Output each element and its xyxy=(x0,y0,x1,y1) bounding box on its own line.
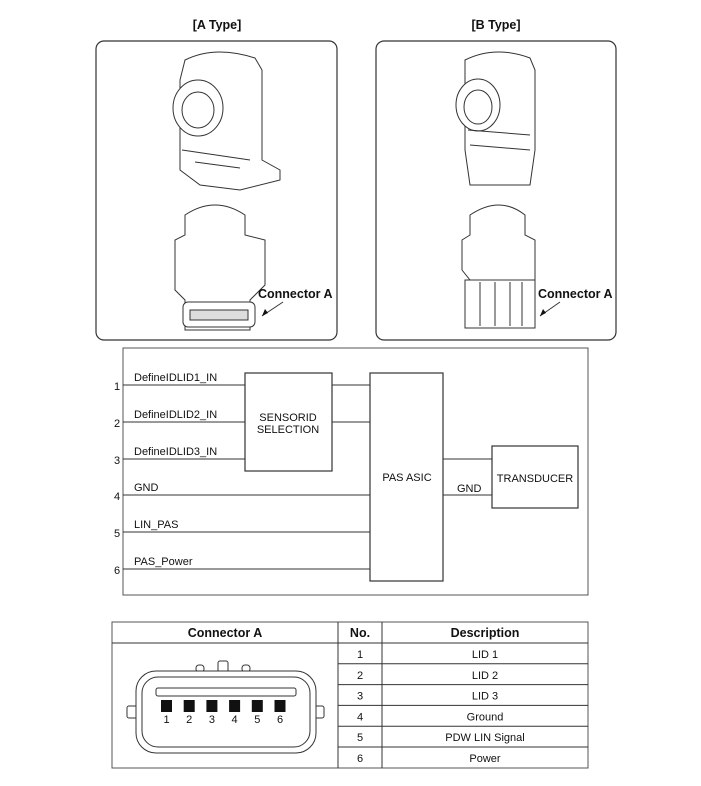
pin-signal-label: DefineIDLID1_IN xyxy=(134,372,217,384)
pin-signal-label: DefineIDLID3_IN xyxy=(134,446,217,458)
connector-pin-number: 1 xyxy=(163,714,169,726)
connector-table: Connector A No. Description 1 LID 1 2 LID 2… xyxy=(111,621,589,769)
b-type-arrowhead-icon xyxy=(540,309,546,316)
selection-label: SELECTION xyxy=(257,424,319,436)
b-type-title: [B Type] xyxy=(471,18,520,32)
header-connector-a: Connector A xyxy=(188,626,263,640)
connector-pin xyxy=(274,700,286,712)
row-description: LID 2 xyxy=(472,670,498,682)
pin-number: 3 xyxy=(114,455,120,467)
connector-pin-number: 5 xyxy=(254,714,260,726)
row-description: LID 1 xyxy=(472,649,498,661)
b-type-frame xyxy=(375,40,617,341)
row-description: LID 3 xyxy=(472,691,498,703)
pin-number: 2 xyxy=(114,418,120,430)
connector-pin xyxy=(229,700,241,712)
row-description: Power xyxy=(469,753,501,765)
connector-pin xyxy=(251,700,263,712)
transducer-block xyxy=(491,445,579,509)
connector-pin xyxy=(183,700,195,712)
pas-asic-label: PAS ASIC xyxy=(382,472,431,484)
a-type-frame xyxy=(95,40,338,341)
header-no: No. xyxy=(350,626,370,640)
connector-pin xyxy=(206,700,218,712)
row-number: 1 xyxy=(357,649,363,661)
a-type-panel: [A Type] Connector A xyxy=(95,18,338,341)
table-row: 1 LID 1 xyxy=(357,649,498,661)
pin-number: 4 xyxy=(114,491,120,503)
row-number: 6 xyxy=(357,753,363,765)
row-number: 5 xyxy=(357,732,363,744)
pas-asic-block xyxy=(369,372,444,582)
a-type-sensor-illustration xyxy=(172,51,281,331)
row-number: 4 xyxy=(357,711,363,723)
pin-signal-label: DefineIDLID2_IN xyxy=(134,409,217,421)
pin-number: 6 xyxy=(114,565,120,577)
b-type-sensor-illustration xyxy=(455,51,536,329)
pin-number: 1 xyxy=(114,381,120,393)
pin-number: 5 xyxy=(114,528,120,540)
b-type-connector-label: Connector A xyxy=(538,287,613,301)
connector-pin-number: 6 xyxy=(277,714,283,726)
row-number: 3 xyxy=(357,691,363,703)
table-row: 4 Ground xyxy=(338,704,588,723)
block-diagram: 1 DefineIDLID1_IN 2 DefineIDLID2_IN 3 DefineI… xyxy=(114,347,589,596)
table-row: 6 Power xyxy=(338,746,588,765)
table-row: 5 PDW LIN Signal xyxy=(338,725,588,744)
row-description: PDW LIN Signal xyxy=(445,732,524,744)
connector-pin-number: 4 xyxy=(232,714,238,726)
b-type-panel: [B Type] Connector A xyxy=(375,18,617,341)
a-type-connector-label: Connector A xyxy=(258,287,333,301)
pin-signal-label: GND xyxy=(134,482,159,494)
block-diagram-frame xyxy=(122,347,589,596)
pin-signal-label: PAS_Power xyxy=(134,556,193,568)
pin-signal-label: LIN_PAS xyxy=(134,519,178,531)
connector-a-face-illustration xyxy=(126,660,325,754)
table-frame xyxy=(111,621,589,769)
transducer-label: TRANSDUCER xyxy=(497,473,573,485)
connector-pin xyxy=(161,700,172,712)
row-number: 2 xyxy=(357,670,363,682)
a-type-title: [A Type] xyxy=(193,18,242,32)
header-description: Description xyxy=(451,626,520,640)
table-row: 3 LID 3 xyxy=(338,684,588,703)
gnd-label: GND xyxy=(457,483,482,495)
a-type-arrowhead-icon xyxy=(262,309,268,316)
table-row: 2 LID 2 xyxy=(338,663,588,682)
sensorid-label: SENSORID xyxy=(259,412,317,424)
connector-pin-number: 2 xyxy=(186,714,192,726)
connector-pin-number: 3 xyxy=(209,714,215,726)
row-description: Ground xyxy=(467,711,504,723)
